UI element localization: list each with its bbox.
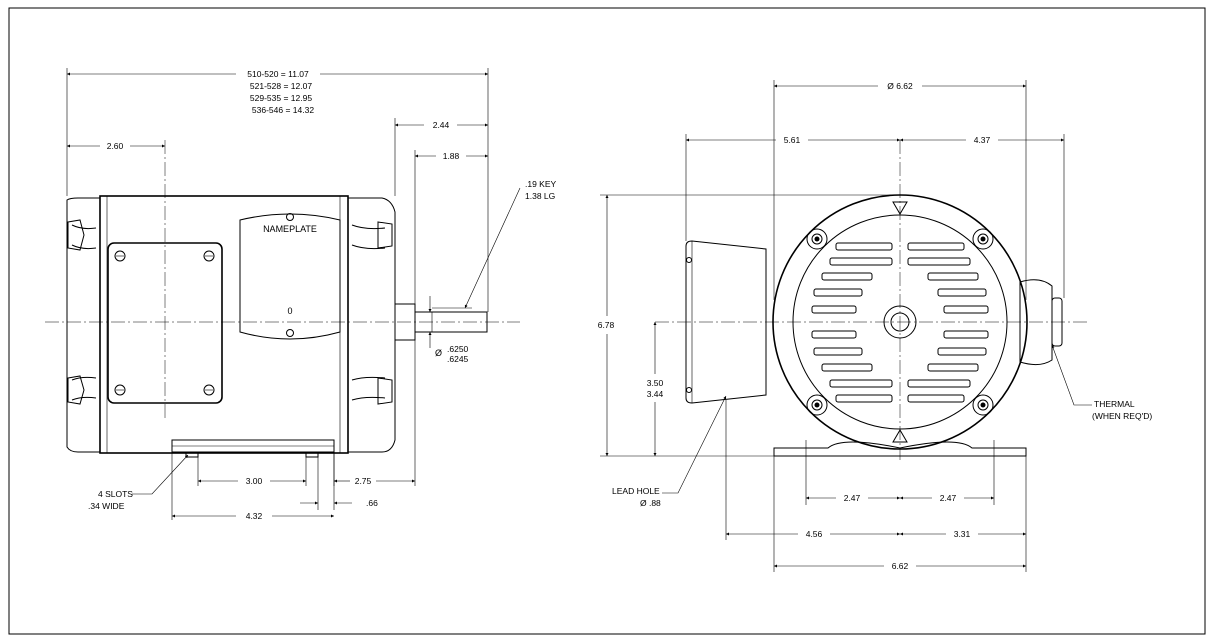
dim-3-00: 3.00: [246, 476, 263, 486]
slots-callout-line-1: 4 SLOTS: [98, 489, 133, 499]
lead-hole-line-2: Ø .88: [640, 498, 661, 508]
motor-frame: [99, 195, 349, 454]
dim-4-32: 4.32: [246, 511, 263, 521]
dim-3-44: 3.44: [647, 389, 664, 399]
dim-2-60: 2.60: [107, 141, 124, 151]
shaft-dia-lower: .6245: [447, 354, 469, 364]
dim-dia-6-62: Ø 6.62: [887, 81, 913, 91]
shaft-dia-symbol: Ø: [435, 348, 442, 358]
right-end-bell: [347, 197, 396, 453]
end-view: Ø 6.62 5.61 4.37 6.78 3.50 3.44 2.47 2.4…: [598, 80, 1152, 572]
dim-4-37: 4.37: [974, 135, 991, 145]
side-view: NAMEPLATE 0 510-520 = 11.07 521-528 = 12…: [45, 68, 557, 521]
slots-callout-line-2: .34 WIDE: [88, 501, 125, 511]
shaft-end: [890, 312, 910, 332]
dim-6-62-bottom: 6.62: [892, 561, 909, 571]
overall-length-line-2: 521-528 = 12.07: [250, 81, 312, 91]
dim-2-47-left: 2.47: [844, 493, 861, 503]
dim-5-61: 5.61: [784, 135, 801, 145]
bolt-lugs: [806, 228, 994, 416]
nameplate-zero: 0: [287, 306, 292, 316]
overall-length-line-3: 529-535 = 12.95: [250, 93, 312, 103]
dim-1-88: 1.88: [443, 151, 460, 161]
dim-4-56: 4.56: [806, 529, 823, 539]
overall-length-line-1: 510-520 = 11.07: [247, 69, 309, 79]
vent-slots: [811, 242, 989, 403]
overall-length-line-4: 536-546 = 14.32: [252, 105, 314, 115]
key-callout-line-1: .19 KEY: [525, 179, 557, 189]
dim-0-66: .66: [366, 498, 378, 508]
dim-2-44: 2.44: [433, 120, 450, 130]
key-callout-line-2: 1.38 LG: [525, 191, 555, 201]
shaft-boss: [883, 305, 917, 339]
shaft: [414, 311, 488, 333]
lead-hole-line-1: LEAD HOLE: [612, 486, 660, 496]
dim-2-47-right: 2.47: [940, 493, 957, 503]
drawing-border: [8, 7, 1206, 635]
end-shield-inner: [792, 214, 1008, 430]
thermal-protector: [1019, 279, 1053, 366]
dim-2-75: 2.75: [355, 476, 372, 486]
dim-3-31: 3.31: [954, 529, 971, 539]
thermal-line-2: (WHEN REQ'D): [1092, 411, 1152, 421]
thermal-line-1: THERMAL: [1094, 399, 1135, 409]
conduit-box-side: [685, 240, 767, 404]
nameplate-label: NAMEPLATE: [263, 224, 317, 234]
dim-3-50: 3.50: [647, 378, 664, 388]
nameplate: [239, 213, 341, 340]
end-view-foot: [773, 441, 1027, 457]
conduit-box: [107, 242, 223, 404]
shaft-dia-upper: .6250: [447, 344, 469, 354]
dim-6-78: 6.78: [598, 320, 615, 330]
